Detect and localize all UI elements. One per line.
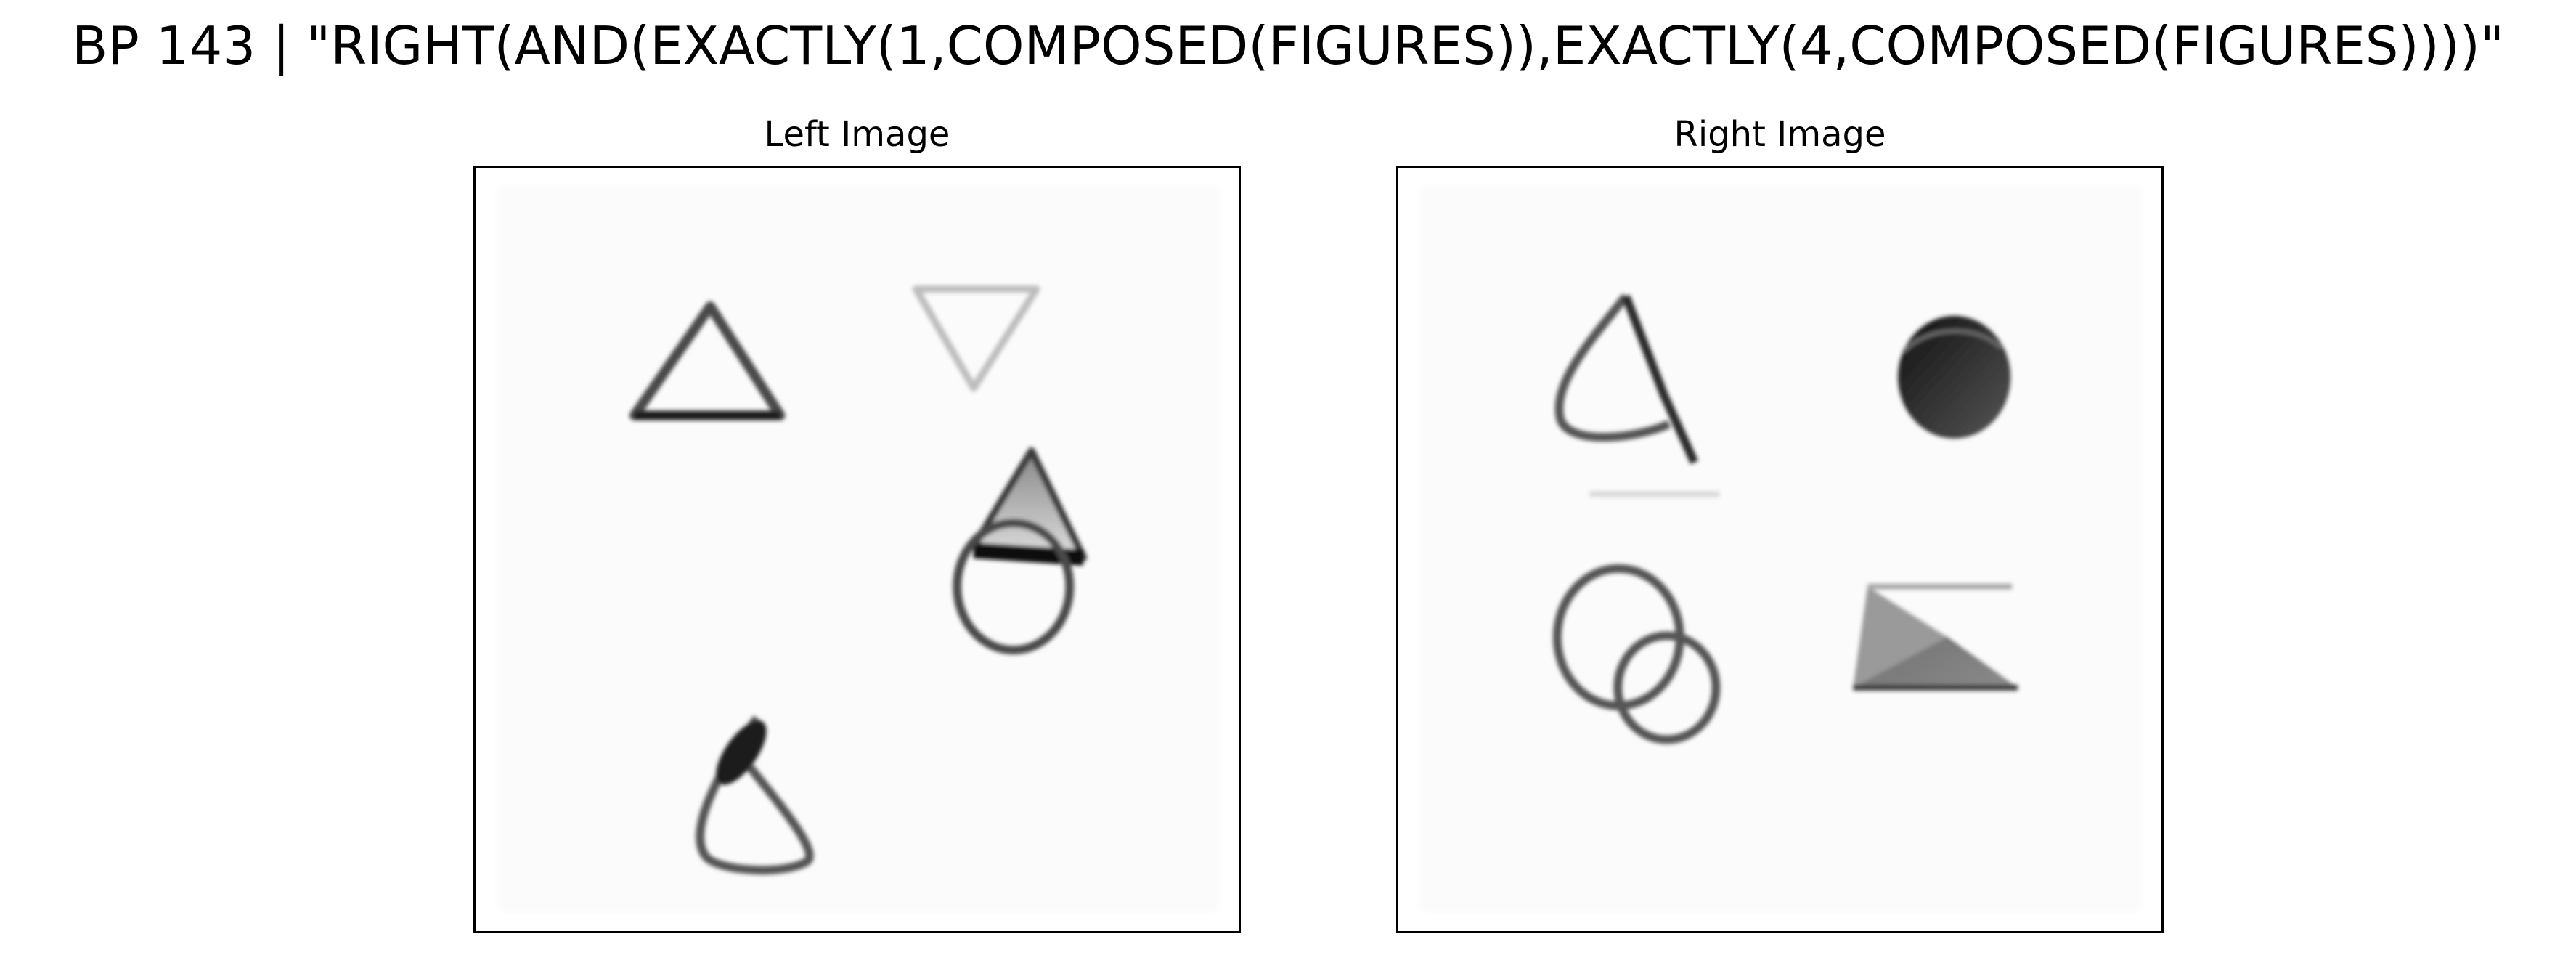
- figure-title: BP 143 | "RIGHT(AND(EXACTLY(1,COMPOSED(F…: [72, 15, 2504, 76]
- triangle-over-circle: [953, 447, 1088, 655]
- left-image-canvas: [497, 185, 1220, 912]
- left-image-panel: [473, 166, 1241, 933]
- right-image-canvas: [1419, 185, 2143, 912]
- droplet-loop: [696, 715, 814, 875]
- dark-oval: [1898, 315, 2011, 439]
- overlapping-circles: [1552, 564, 1721, 744]
- left-panel-title: Left Image: [764, 114, 950, 155]
- outline-triangle: [629, 301, 786, 421]
- right-panel-title: Right Image: [1674, 114, 1886, 155]
- triangle-loop: [1554, 293, 1720, 497]
- shaded-pyramid: [1853, 583, 2018, 691]
- faint-inverted-triangle: [912, 285, 1040, 392]
- right-image-panel: [1396, 166, 2164, 933]
